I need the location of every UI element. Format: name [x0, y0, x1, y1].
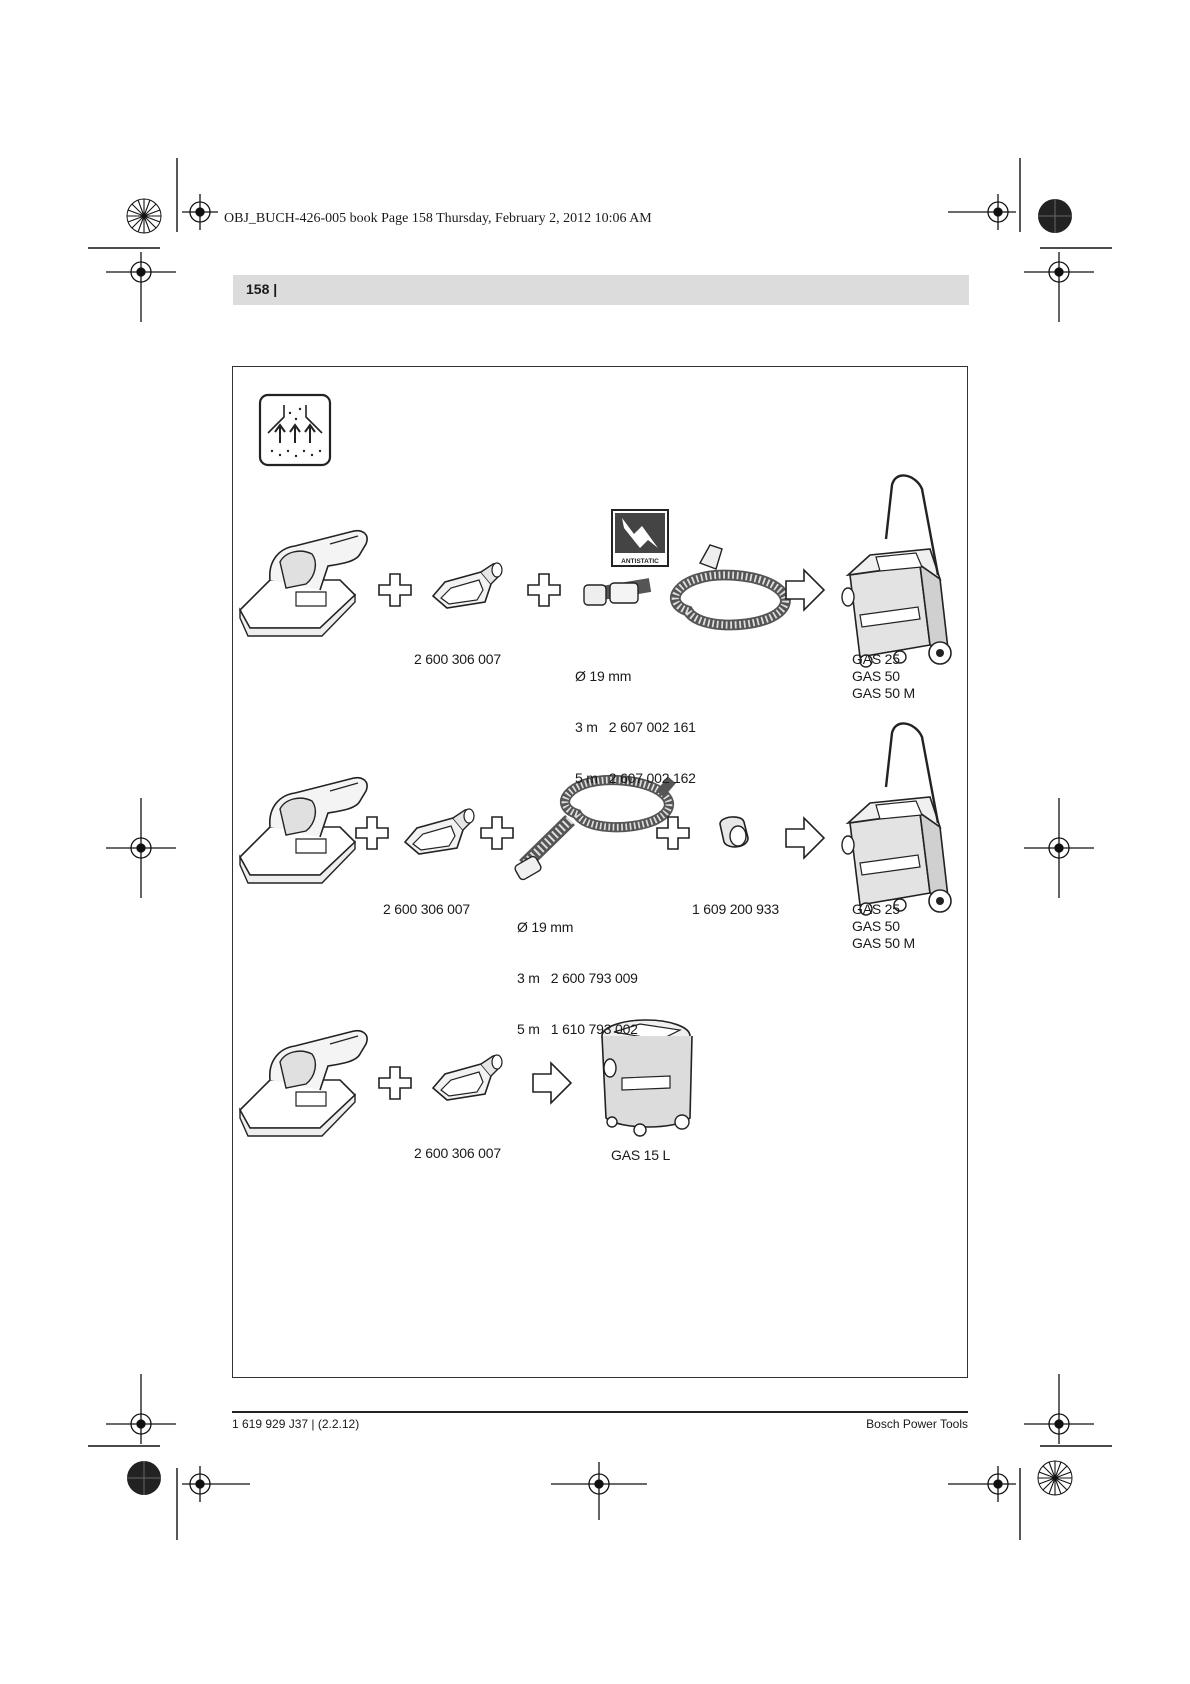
registration-mark-icon: [106, 1374, 176, 1444]
extractor-model: GAS 50 M: [852, 935, 915, 951]
extractor-model: GAS 25: [852, 651, 900, 667]
adapter-part-number: 2 600 306 007: [383, 901, 470, 917]
page-header-bar: [233, 275, 969, 305]
registration-mark-icon: [106, 252, 176, 322]
extractor-model: GAS 50: [852, 918, 900, 934]
antistatic-hose-image: [583, 544, 785, 625]
hose-diameter: Ø 19 mm: [575, 668, 632, 684]
dust-extraction-icon: [258, 393, 332, 467]
registration-mark-icon: [182, 194, 218, 230]
dust-extractor-image: [840, 474, 953, 669]
hose-5m-part: 5 m 2 607 002 162: [575, 770, 696, 786]
sander-image: [239, 529, 368, 637]
hose-3m-part: 3 m 2 600 793 009: [517, 970, 638, 986]
document-number: 1 619 929 J37 | (2.2.12): [232, 1417, 360, 1431]
extractor-model: GAS 15 L: [611, 1147, 671, 1163]
registration-mark-icon: [106, 798, 176, 898]
plus-icon: [355, 816, 389, 850]
registration-mark-icon: [948, 1466, 1016, 1502]
antistatic-label: ANTISTATIC: [621, 558, 659, 565]
registration-mark-icon: [1024, 252, 1094, 322]
plus-icon: [527, 573, 561, 607]
figure-frame: [232, 366, 968, 1378]
registration-mark-icon: [551, 1462, 647, 1520]
adapter-image: [432, 562, 503, 609]
adapter-image: [432, 1054, 503, 1101]
color-wheel-icon: [126, 198, 162, 234]
dust-extractor-image: [840, 722, 953, 917]
publisher: Bosch Power Tools: [866, 1417, 968, 1431]
hose-3m-part: 3 m 2 607 002 161: [575, 719, 696, 735]
antistatic-badge: [611, 509, 669, 567]
registration-mark-icon: [182, 1466, 250, 1502]
plus-icon: [480, 816, 514, 850]
sander-image: [239, 1029, 368, 1137]
extractor-model: GAS 50 M: [852, 685, 915, 701]
extractor-model: GAS 25: [852, 901, 900, 917]
color-wheel-icon: [127, 1461, 161, 1495]
color-wheel-icon: [1038, 199, 1072, 233]
arrow-icon: [785, 817, 825, 859]
adapter-part-number: 2 600 306 007: [414, 651, 501, 667]
sander-image: [239, 776, 368, 884]
plus-icon: [378, 573, 412, 607]
registration-mark-icon: [1024, 798, 1094, 898]
page-number: 158 |: [246, 281, 278, 297]
registration-mark-icon: [1024, 1374, 1094, 1444]
hose-5m-part: 5 m 1 610 793 002: [517, 1021, 638, 1037]
sleeve-image: [719, 816, 749, 848]
plus-icon: [378, 1066, 412, 1100]
arrow-icon: [785, 569, 825, 611]
extractor-models: GAS 25 GAS 50 GAS 50 M: [852, 901, 915, 952]
registration-mark-icon: [948, 194, 1016, 230]
dust-extractor-small-image: [601, 1019, 693, 1137]
extractor-model: GAS 50: [852, 668, 900, 684]
color-wheel-icon: [1037, 1460, 1073, 1496]
hose-specs: Ø 19 mm 3 m 2 600 793 009 5 m 1 610 793 …: [517, 885, 638, 1055]
hose-image: [514, 780, 676, 881]
adapter-image: [404, 808, 475, 855]
sleeve-part-number: 1 609 200 933: [692, 901, 779, 917]
extractor-models: GAS 25 GAS 50 GAS 50 M: [852, 651, 915, 702]
arrow-icon: [532, 1062, 572, 1104]
hose-diameter: Ø 19 mm: [517, 919, 574, 935]
footer-rule: [232, 1411, 968, 1413]
hose-specs: Ø 19 mm 3 m 2 607 002 161 5 m 2 607 002 …: [575, 634, 696, 804]
slug-line: OBJ_BUCH-426-005 book Page 158 Thursday,…: [224, 211, 652, 226]
adapter-part-number: 2 600 306 007: [414, 1145, 501, 1161]
